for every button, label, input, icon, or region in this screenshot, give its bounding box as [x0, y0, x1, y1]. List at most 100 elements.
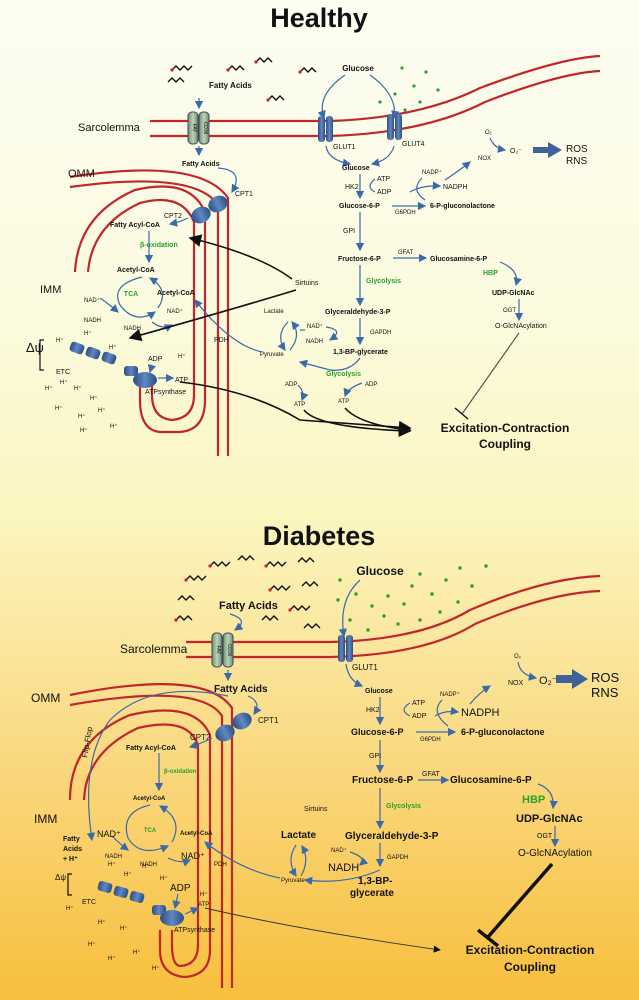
diabetes-imm-label: IMM [34, 812, 57, 826]
healthy-sirtuins: Sirtuins [295, 280, 319, 287]
healthy-o2: O₂ [485, 130, 493, 136]
healthy-atp-synthase-label: ATPsynthase [145, 389, 186, 396]
healthy-fatty-acids-cytosol: Fatty Acids [182, 161, 220, 168]
healthy-glut4-label: GLUT4 [402, 141, 425, 148]
diabetes-ecc-line1: Excitation-Contraction [466, 943, 595, 957]
diabetes-nad-2: NAD⁺ [181, 851, 205, 861]
diabetes-fatty-acids-h-line2: Acids [63, 846, 82, 853]
diabetes-o-glcnacylation: O-GlcNAcylation [518, 848, 592, 859]
diabetes-hbp-label: HBP [522, 794, 545, 806]
healthy-glucose-extracellular: Glucose [342, 64, 374, 73]
healthy-ros-arrow [533, 142, 562, 158]
healthy-omm-label: OMM [68, 168, 95, 180]
healthy-ecc-line1: Excitation-Contraction [441, 421, 570, 435]
diabetes-lactate: Lactate [281, 830, 316, 841]
healthy-fatty-acid-molecules [167, 57, 317, 102]
diabetes-cpt2-label: CPT2 [190, 733, 211, 742]
diabetes-atp-hk2: ATP [412, 700, 425, 707]
diabetes-pyruvate: Pyruvate [281, 878, 305, 884]
healthy-nadh-1: NADH [84, 318, 101, 324]
healthy-glucose-6p: Glucose-6-P [339, 203, 380, 210]
healthy-glycolysis-label-1: Glycolysis [366, 278, 401, 285]
diabetes-glucose-cytosol: Glucose [365, 688, 393, 695]
diabetes-glucose-6p: Glucose-6-P [351, 727, 404, 737]
diabetes-fatty-acyl-coa: Fatty Acyl-CoA [126, 745, 176, 752]
diabetes-cd36-label: CD36 [226, 644, 232, 657]
svg-text:H⁺: H⁺ [120, 925, 128, 932]
diabetes-cpt1-label: CPT1 [258, 716, 279, 725]
healthy-acetyl-coa-2: Acetyl-CoA [157, 290, 195, 297]
diabetes-rns: RNS [591, 685, 619, 700]
healthy-cpt-complex [191, 195, 228, 224]
svg-text:H⁺: H⁺ [84, 330, 92, 337]
healthy-atp-mito: ATP [175, 377, 188, 384]
svg-text:H⁺: H⁺ [56, 337, 64, 344]
svg-text:H⁺: H⁺ [88, 941, 96, 948]
svg-text:H⁺: H⁺ [60, 379, 68, 386]
svg-text:H⁺: H⁺ [80, 427, 88, 434]
svg-text:H⁺: H⁺ [74, 385, 82, 392]
diabetes-flip-flop-label: Flip-Flop [80, 726, 94, 759]
healthy-rns: RNS [566, 156, 587, 167]
diabetes-fructose-6p: Fructose-6-P [352, 775, 413, 786]
healthy-pyruvate: Pyruvate [260, 352, 284, 358]
diabetes-fatty-acids-extracellular: Fatty Acids [219, 600, 278, 612]
healthy-nad-2: NAD⁺ [167, 308, 183, 315]
diabetes-delta-psi: Δψ [55, 873, 66, 882]
healthy-g6pdh-label: G6PDH [395, 210, 416, 216]
diabetes-glucose-extracellular: Glucose [356, 564, 404, 578]
healthy-hk2-label: HK2 [345, 184, 359, 191]
healthy-atp-synthase [124, 366, 157, 388]
healthy-etc-label: ETC [56, 369, 70, 376]
diabetes-g3p: Glyceraldehyde-3-P [345, 831, 439, 842]
healthy-gfat-label: GFAT [398, 250, 414, 256]
healthy-ecc-line2: Coupling [479, 437, 531, 451]
healthy-o-glcnacylation: O-GlcNAcylation [495, 323, 547, 330]
diabetes-udp-glcnac: UDP-GlcNAc [516, 813, 583, 825]
diabetes-nox-label: NOX [508, 680, 524, 687]
healthy-ogt-label: OGT [503, 308, 516, 314]
diabetes-atp-synthase [152, 905, 184, 926]
healthy-imm-label: IMM [40, 284, 61, 296]
svg-text:H⁺: H⁺ [110, 423, 118, 430]
healthy-glycolysis-label-2: Glycolysis [326, 371, 361, 378]
diabetes-hk2-label: HK2 [366, 707, 380, 714]
healthy-udp-glcnac: UDP-GlcNAc [492, 290, 535, 297]
healthy-glut4-transporter [387, 114, 402, 140]
healthy-sarcolemma-membrane [150, 54, 601, 138]
diabetes-ecc-line2: Coupling [504, 960, 556, 974]
healthy-fatty-acids-extracellular: Fatty Acids [209, 81, 252, 90]
svg-text:H⁺: H⁺ [98, 407, 106, 414]
diabetes-etc-label: ETC [82, 899, 96, 906]
diabetes-nadh-3: NADH [328, 862, 359, 874]
svg-text:H⁺: H⁺ [200, 891, 208, 898]
diabetes-ros: ROS [591, 670, 620, 685]
diabetes-etc-complex [97, 881, 145, 903]
svg-text:H⁺: H⁺ [108, 861, 116, 868]
healthy-atp-hk2: ATP [377, 176, 390, 183]
healthy-gpi-label: GPI [343, 228, 355, 235]
healthy-g3p: Glyceraldehyde-3-P [325, 309, 391, 316]
diabetes-glut1-label: GLUT1 [352, 663, 378, 672]
svg-text:H⁺: H⁺ [109, 344, 117, 351]
healthy-glucose-cytosol: Glucose [342, 165, 370, 172]
diabetes-atp-mito: ATP [198, 902, 209, 908]
healthy-glut1-label: GLUT1 [333, 144, 356, 151]
diabetes-nadp: NADP⁺ [440, 691, 460, 698]
svg-text:H⁺: H⁺ [142, 863, 150, 870]
healthy-adp-glyco-1: ADP [285, 382, 297, 388]
diabetes-omm-label: OMM [31, 691, 60, 705]
svg-text:H⁺: H⁺ [98, 919, 106, 926]
healthy-panel: Healthy Sarcolemma Fatty Acids FAT [26, 3, 601, 456]
diabetes-pdh-label: PDH [214, 862, 227, 868]
svg-text:H⁺: H⁺ [160, 875, 168, 882]
diabetes-nadph: NADPH [461, 707, 500, 719]
healthy-glut1-transporter [318, 116, 333, 142]
healthy-fat-label: FAT [191, 124, 197, 133]
diabetes-fatty-acids-cytosol: Fatty Acids [214, 684, 268, 695]
healthy-ros: ROS [566, 144, 588, 155]
healthy-nadp: NADP⁺ [422, 169, 442, 176]
svg-text:H⁺: H⁺ [152, 965, 160, 972]
